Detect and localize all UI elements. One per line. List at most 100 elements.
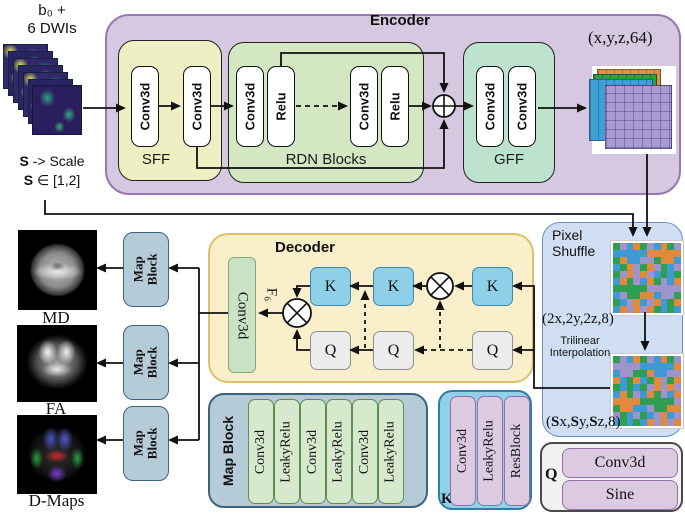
grid-cell <box>660 299 668 306</box>
grid-cell <box>647 391 654 398</box>
encoder-output-shape: (x,y,z,64) <box>588 28 653 47</box>
grid-cell <box>640 299 647 306</box>
grid-cell <box>613 257 620 264</box>
grid-cell <box>640 257 647 264</box>
grid-cell <box>653 264 661 271</box>
grid-cell <box>667 250 675 257</box>
grid-cell <box>674 384 681 391</box>
gff-conv3d-2: Conv3d <box>508 66 536 147</box>
grid-cell <box>626 384 634 391</box>
grid-cell <box>640 306 647 313</box>
grid-cell <box>647 278 654 285</box>
grid-cell <box>674 299 681 306</box>
grid-cell <box>647 306 654 313</box>
grid-cell <box>647 250 654 257</box>
map-legend-layer-2: LeakyRelu <box>274 399 300 504</box>
grid-cell <box>653 363 661 370</box>
feature-sheet-purple <box>605 85 672 149</box>
grid-cell <box>613 405 620 412</box>
grid-cell <box>660 384 668 391</box>
grid-cell <box>613 391 620 398</box>
q-legend-key: Q <box>545 466 558 483</box>
grid-cell <box>653 391 661 398</box>
range-s-bold: S <box>23 172 34 188</box>
grid-cell <box>626 377 634 384</box>
input-b0-label: b₀ + <box>38 2 66 19</box>
grid-cell <box>626 306 634 313</box>
grid-cell <box>674 377 681 384</box>
k-legend-layer-1-label: Conv3d <box>455 428 470 474</box>
grid-cell <box>667 271 675 278</box>
grid-cell <box>633 250 641 257</box>
grid-cell <box>626 412 634 419</box>
grid-cell <box>674 398 681 405</box>
grid-cell <box>619 356 627 363</box>
grid-cell <box>626 363 634 370</box>
grid-cell <box>640 384 647 391</box>
grid-cell <box>653 250 661 257</box>
grid-cell <box>653 243 661 250</box>
grid-cell <box>674 356 681 363</box>
rdn-relu-1: Relu <box>267 66 295 147</box>
grid-cell <box>640 278 647 285</box>
grid-cell <box>674 363 681 370</box>
grid-cell <box>613 292 620 299</box>
map-legend-layer-2-label: LeakyRelu <box>279 420 295 483</box>
grid-cell <box>674 250 681 257</box>
grid-cell <box>653 306 661 313</box>
map-legend-layer-1: Conv3d <box>248 399 274 504</box>
grid-cell <box>660 271 668 278</box>
grid-cell <box>667 412 675 419</box>
grid-cell <box>633 257 641 264</box>
gff-conv3d-1: Conv3d <box>476 66 504 147</box>
grid-cell <box>647 398 654 405</box>
grid-cell <box>653 377 661 384</box>
grid-cell <box>653 412 661 419</box>
grid-cell <box>619 292 627 299</box>
q-block-3: Q <box>472 331 513 370</box>
map-legend-layer-5: Conv3d <box>352 399 378 504</box>
grid-cell <box>626 370 634 377</box>
grid-cell <box>619 384 627 391</box>
rdn-conv3d-1-label: Conv3d <box>242 82 258 131</box>
grid-cell <box>619 419 627 426</box>
map-block-fa-label-1: Map <box>130 349 146 376</box>
grid-cell <box>647 419 654 426</box>
grid-cell <box>626 264 634 271</box>
grid-cell <box>667 299 675 306</box>
grid-cell <box>640 250 647 257</box>
shape-sz-bold: S <box>589 414 598 430</box>
map-legend-layer-5-label: Conv3d <box>357 429 372 474</box>
grid-cell <box>626 271 634 278</box>
grid-cell <box>613 250 620 257</box>
dmaps-label: D-Maps <box>28 491 85 510</box>
grid-cell <box>660 257 668 264</box>
grid-cell <box>633 412 641 419</box>
grid-cell <box>613 356 620 363</box>
grid-cell <box>640 292 647 299</box>
grid-cell <box>613 384 620 391</box>
grid-cell <box>674 285 681 292</box>
grid-cell <box>660 292 668 299</box>
grid-cell <box>647 363 654 370</box>
fa-label: FA <box>45 399 67 418</box>
grid-cell <box>660 363 668 370</box>
grid-cell <box>640 264 647 271</box>
grid-cell <box>653 405 661 412</box>
grid-cell <box>640 356 647 363</box>
grid-cell <box>667 292 675 299</box>
dwi-stack <box>3 44 85 138</box>
grid-cell <box>619 370 627 377</box>
grid-cell <box>647 370 654 377</box>
grid-cell <box>660 405 668 412</box>
k-legend-layer-2-label: LeakyRelu <box>482 420 498 482</box>
grid-cell <box>667 356 675 363</box>
shape-sy-bold: S <box>570 414 579 430</box>
grid-cell <box>619 271 627 278</box>
grid-cell <box>619 377 627 384</box>
grid-cell <box>667 398 675 405</box>
grid-cell <box>674 412 681 419</box>
shape-z: z,8) <box>597 414 621 430</box>
